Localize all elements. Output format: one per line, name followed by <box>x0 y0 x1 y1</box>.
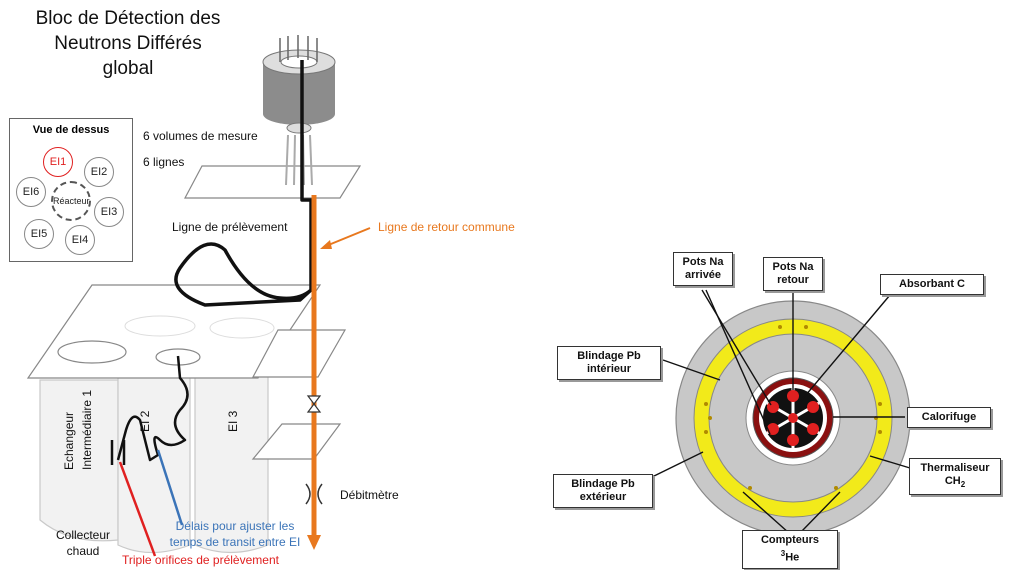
detector-drum <box>262 35 336 186</box>
label-sampling-line: Ligne de prélèvement <box>172 220 288 234</box>
box-pots-out: Pots Na retour <box>763 257 823 291</box>
box-pots-in-line-1: Pots Na <box>682 256 724 268</box>
top-view-inset: Vue de dessus Réacteur EI1 EI2 EI3 EI4 E… <box>9 118 133 262</box>
unit-ei6: EI6 <box>16 177 46 207</box>
label-ei2: EI 2 <box>138 410 152 432</box>
label-exchanger-1: Echangeur <box>62 411 76 470</box>
box-thermaliser-line-2: CH2 <box>914 475 996 491</box>
label-collector-line-2: chaud <box>66 544 100 558</box>
small-plate-1 <box>252 329 347 378</box>
box-pots-in-line-2: arrivée <box>684 269 722 281</box>
label-delays-line-1: Délais pour ajuster les <box>175 519 295 533</box>
box-inner-shield-line-1: Blindage Pb <box>577 350 641 362</box>
reactor-circle: Réacteur <box>51 181 91 221</box>
label-volumes: 6 volumes de mesure <box>143 129 258 143</box>
unit-ei1: EI1 <box>43 147 73 177</box>
top-view-title: Vue de dessus <box>32 124 110 136</box>
label-orifices: Triple orifices de prélèvement <box>122 553 279 567</box>
box-thermaliser-ch: CH <box>944 475 961 487</box>
box-insulation: Calorifuge <box>907 407 991 428</box>
box-absorbant: Absorbant C <box>880 274 984 295</box>
callout-lines <box>649 289 911 534</box>
box-counters-line-2: 3He <box>747 547 833 565</box>
title-line-3: global <box>102 58 154 79</box>
unit-ei2: EI2 <box>84 157 114 187</box>
label-flowmeter: Débitmètre <box>340 488 399 502</box>
label-collector-line-1: Collecteur <box>55 528 111 542</box>
label-lines: 6 lignes <box>143 155 185 169</box>
box-inner-shield: Blindage Pb intérieur <box>557 346 661 380</box>
box-counters-he: He <box>785 551 800 564</box>
box-outer-shield-line-1: Blindage Pb <box>571 478 635 490</box>
cross-section <box>675 300 911 536</box>
box-counters: Compteurs 3He <box>742 530 838 569</box>
unit-ei5: EI5 <box>24 219 54 249</box>
title-line-1: Bloc de Détection des <box>35 8 221 29</box>
box-outer-shield: Blindage Pb extérieur <box>553 474 653 508</box>
label-return-line: Ligne de retour commune <box>378 220 515 234</box>
box-thermaliser-sub: 2 <box>960 480 966 490</box>
box-pots-in: Pots Na arrivée <box>673 252 733 286</box>
box-outer-shield-line-2: extérieur <box>579 491 627 503</box>
label-delays-line-2: temps de transit entre EI <box>169 535 301 549</box>
title-line-2: Neutrons Différés <box>54 33 202 54</box>
box-thermaliser-line-1: Thermaliseur <box>920 462 990 474</box>
box-counters-line-1: Compteurs <box>760 534 820 546</box>
label-delays: Délais pour ajuster les temps de transit… <box>160 518 310 550</box>
label-collector: Collecteur chaud <box>48 527 118 559</box>
upper-plate <box>184 165 362 199</box>
diagram-title: Bloc de Détection des Neutrons Différés … <box>0 6 256 81</box>
label-exchanger-2: Intermédiaire 1 <box>80 389 94 470</box>
box-counters-sup: 3 <box>780 549 786 558</box>
box-thermaliser: Thermaliseur CH2 <box>909 458 1001 496</box>
label-ei3: EI 3 <box>226 410 240 432</box>
sampling-line <box>174 60 313 307</box>
unit-ei3: EI3 <box>94 197 124 227</box>
box-pots-out-line-1: Pots Na <box>772 261 814 273</box>
unit-ei4: EI4 <box>65 225 95 255</box>
box-pots-out-line-2: retour <box>777 274 809 286</box>
box-inner-shield-line-2: intérieur <box>586 363 631 375</box>
